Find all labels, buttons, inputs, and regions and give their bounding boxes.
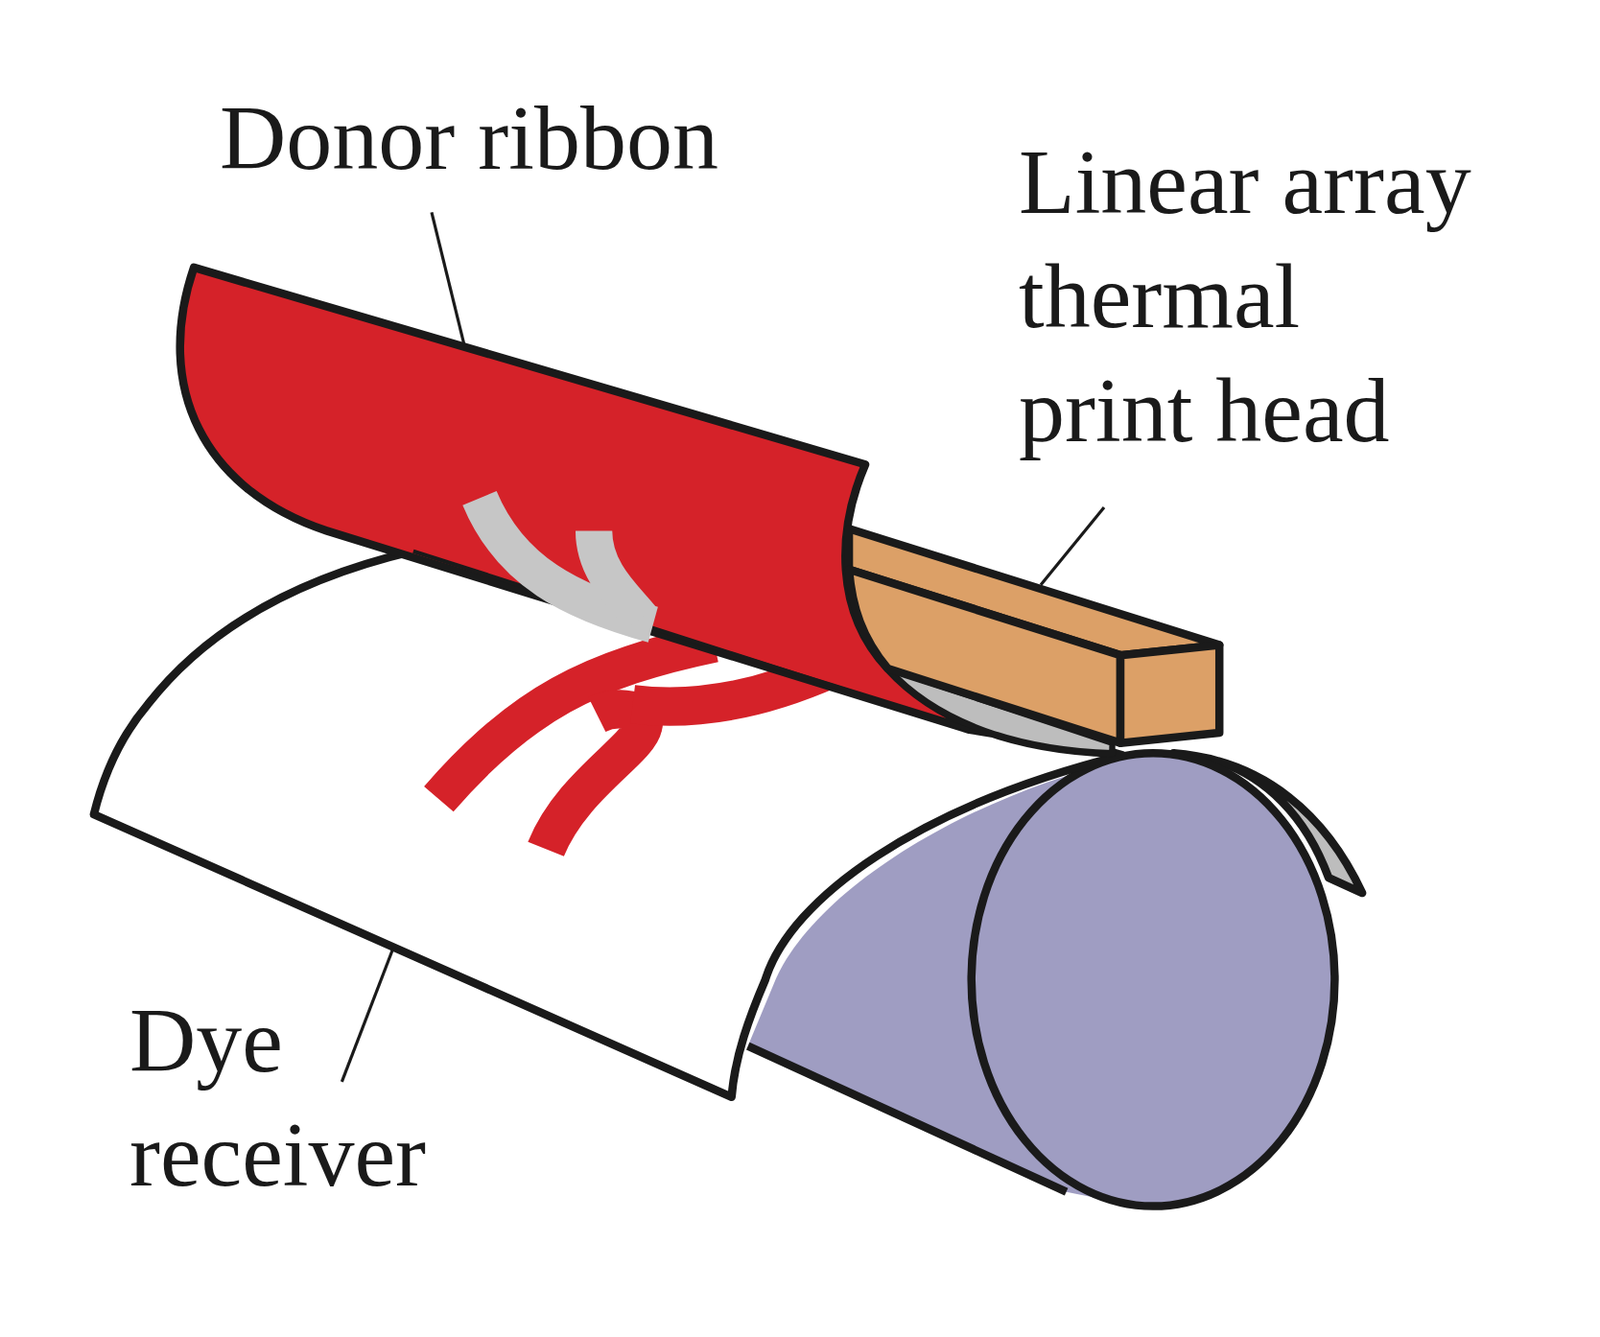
part-label: Donor ribbon	[219, 80, 719, 195]
leader-lines	[341, 211, 1105, 1082]
thermal-print-head	[848, 528, 1220, 743]
part-label: Linear array thermal print head	[1018, 124, 1480, 468]
part-label: Dye receiver	[129, 983, 495, 1212]
depleted-glyph	[479, 497, 654, 625]
printed-glyph	[438, 642, 832, 849]
roller-end	[971, 752, 1336, 1206]
